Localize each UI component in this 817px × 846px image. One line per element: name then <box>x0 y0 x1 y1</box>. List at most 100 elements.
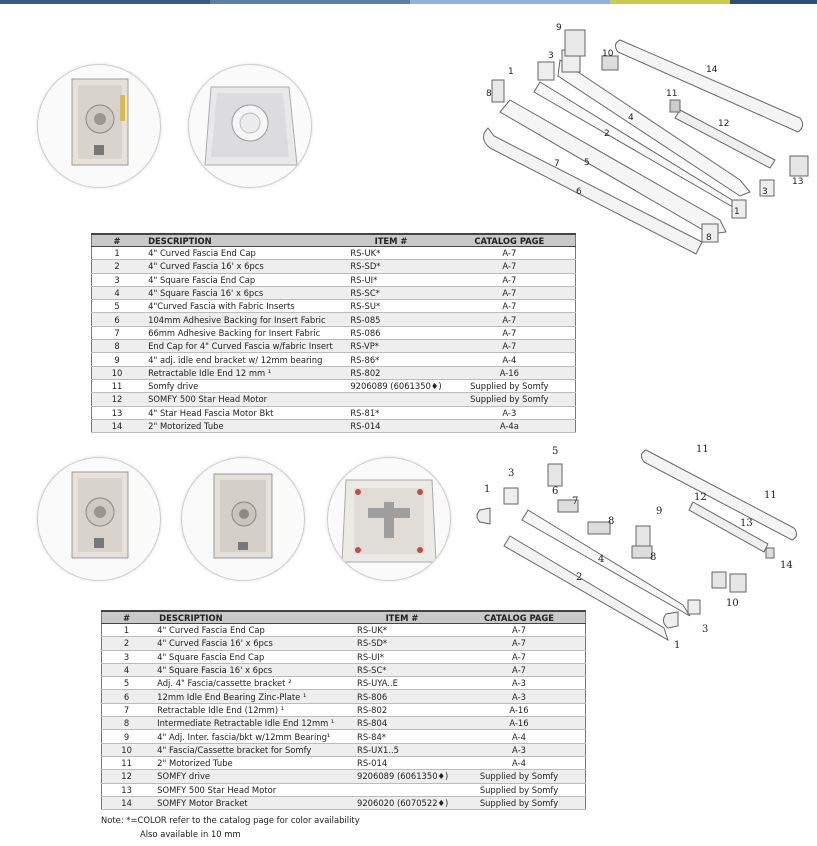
svg-text:10: 10 <box>602 49 614 59</box>
cell-num: 11 <box>101 756 152 771</box>
cell-item: RS-086 <box>338 326 444 341</box>
cell-description: 4" Square Fascia End Cap <box>142 273 339 287</box>
cell-item: RS-SD* <box>351 636 453 651</box>
table-header-row: # DESCRIPTION ITEM # CATALOG PAGE <box>101 610 586 624</box>
header-bar-segment <box>0 0 210 4</box>
svg-text:9: 9 <box>656 506 662 517</box>
cell-num: 7 <box>101 703 152 718</box>
svg-text:8: 8 <box>608 516 614 527</box>
column-header-item: ITEM # <box>351 610 453 624</box>
cell-item: RS-UK* <box>338 246 444 261</box>
svg-text:1: 1 <box>508 67 514 77</box>
cell-catalog-page: Supplied by Somfy <box>452 783 586 797</box>
cell-description: 66mm Adhesive Backing for Insert Fabric <box>142 326 339 341</box>
exploded-diagram-curved-fascia: 8 1 3 9 10 14 11 12 4 2 5 7 6 13 3 1 8 <box>483 23 809 255</box>
svg-text:3: 3 <box>762 187 768 197</box>
cell-item: RS-SC* <box>338 286 444 301</box>
svg-text:1: 1 <box>674 640 680 650</box>
svg-text:11: 11 <box>666 89 677 99</box>
cell-catalog-page: A-3 <box>443 406 576 420</box>
svg-text:2: 2 <box>604 129 610 139</box>
cell-description: 4" Adj. Inter. fascia/bkt w/12mm Bearing… <box>151 729 351 744</box>
svg-text:13: 13 <box>740 518 753 529</box>
exploded-diagram-square-fascia: 1 3 5 6 7 8 9 4 2 8 11 11 12 13 14 10 3 … <box>476 444 798 650</box>
cell-catalog-page: A-3 <box>452 676 586 691</box>
cell-description: SOMFY Motor Bracket <box>151 796 351 811</box>
cell-catalog-page: A-16 <box>443 366 576 380</box>
cell-description: 4" Square Fascia 16' x 6pcs <box>142 286 339 301</box>
column-header-num: # <box>91 233 143 247</box>
cell-description: End Cap for 4" Curved Fascia w/fabric In… <box>142 339 339 354</box>
cell-item: 9206020 (6070522♦) <box>351 796 453 811</box>
svg-text:1: 1 <box>484 484 490 495</box>
cell-num: 2 <box>101 636 152 651</box>
cell-item: RS-UX1..5 <box>351 743 453 757</box>
svg-text:7: 7 <box>554 159 560 169</box>
cell-item: RS-UI* <box>351 650 453 664</box>
cell-catalog-page: A-7 <box>443 299 576 314</box>
cell-catalog-page: A-7 <box>443 259 576 274</box>
column-header-catalog-page: CATALOG PAGE <box>452 610 586 624</box>
cell-num: 14 <box>91 419 143 434</box>
cell-num: 12 <box>101 769 152 784</box>
cell-item <box>351 783 453 797</box>
cell-item: RS-804 <box>351 716 453 731</box>
cell-description: SOMFY drive <box>151 769 351 784</box>
cell-catalog-page: A-7 <box>443 273 576 287</box>
bracket-photo-icon <box>37 457 161 581</box>
cell-num: 5 <box>91 299 143 314</box>
column-header-description: DESCRIPTION <box>142 233 339 247</box>
cell-description: Somfy drive <box>142 379 339 394</box>
svg-text:12: 12 <box>718 119 729 129</box>
cell-num: 10 <box>101 743 152 757</box>
cell-item: RS-UK* <box>351 623 453 638</box>
cell-description: Retractable Idle End (12mm) ¹ <box>151 703 351 718</box>
header-bar-segment <box>610 0 730 4</box>
cell-num: 12 <box>91 392 143 407</box>
cell-catalog-page: A-7 <box>443 312 576 327</box>
cell-num: 4 <box>101 663 152 678</box>
cell-description: 2" Motorized Tube <box>151 756 351 771</box>
cell-num: 10 <box>91 366 143 380</box>
cell-item: RS-014 <box>338 419 444 434</box>
cell-catalog-page: Supplied by Somfy <box>443 392 576 407</box>
cell-num: 7 <box>91 326 143 341</box>
cell-item: RS-802 <box>351 703 453 718</box>
column-header-description: DESCRIPTION <box>151 610 351 624</box>
cell-item: RS-802 <box>338 366 444 380</box>
cell-description: 4" Curved Fascia 16' x 6pcs <box>151 636 351 651</box>
cell-num: 1 <box>101 623 152 638</box>
cell-item: RS-VP* <box>338 339 444 354</box>
svg-text:5: 5 <box>584 158 590 168</box>
svg-text:3: 3 <box>508 468 514 479</box>
cell-num: 9 <box>101 729 152 744</box>
cell-item <box>338 392 444 407</box>
cell-catalog-page: A-3 <box>452 743 586 757</box>
header-bar-segment <box>410 0 610 4</box>
cell-catalog-page: A-16 <box>452 716 586 731</box>
cell-item: RS-SC* <box>351 663 453 678</box>
header-bar-segment <box>210 0 410 4</box>
cell-num: 6 <box>91 312 143 327</box>
bracket-photo-icon <box>37 64 161 188</box>
svg-text:6: 6 <box>552 486 558 497</box>
cell-catalog-page: A-4a <box>443 419 576 434</box>
cell-description: Intermediate Retractable Idle End 12mm ¹ <box>151 716 351 731</box>
cell-item: RS-UYA..E <box>351 676 453 691</box>
cell-catalog-page: A-7 <box>443 286 576 301</box>
cell-item: RS-085 <box>338 312 444 327</box>
